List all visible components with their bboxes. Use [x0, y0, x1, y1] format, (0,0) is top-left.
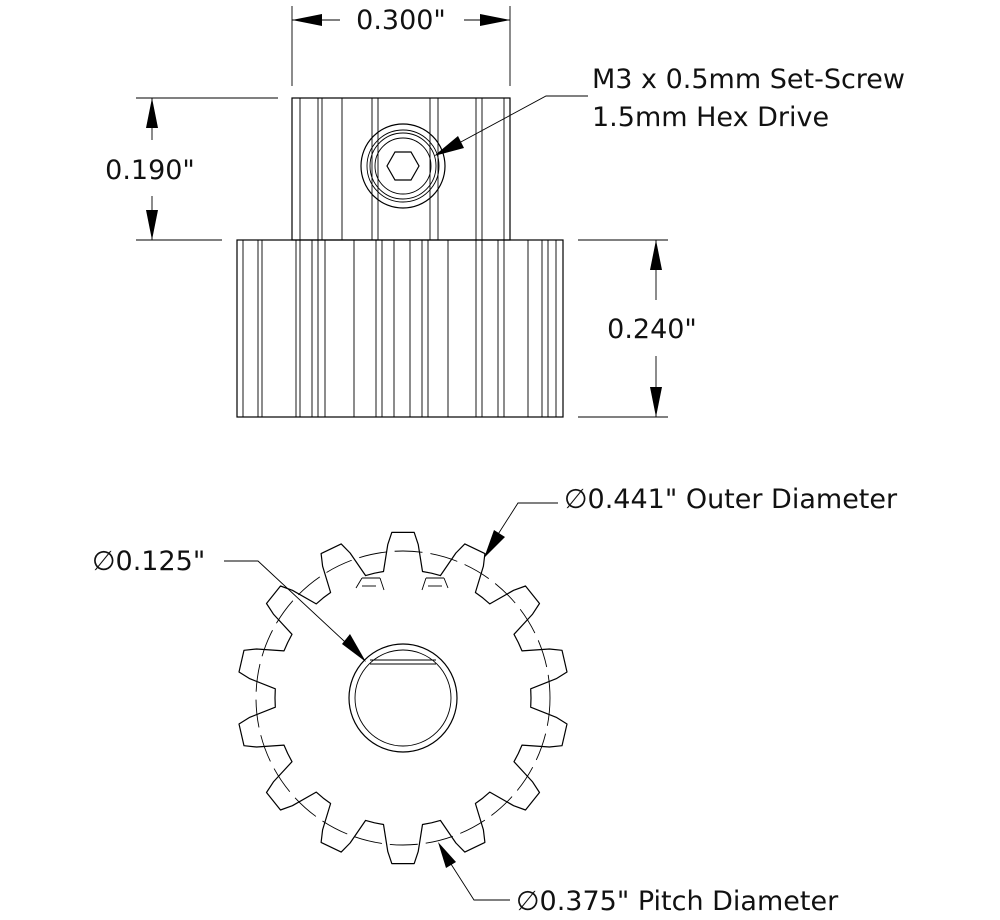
bore-diameter-leader: ∅0.125"	[92, 546, 366, 662]
hub-body	[291, 97, 511, 241]
front-view: ∅0.441" Outer Diameter ∅0.125" ∅0.375" P…	[92, 484, 898, 917]
gear-outline	[238, 531, 568, 865]
gear-body-side	[236, 239, 564, 418]
outer-diameter-label: ∅0.441" Outer Diameter	[564, 484, 898, 515]
gear-height-label: 0.240"	[607, 314, 697, 345]
hub-height-label: 0.190"	[105, 155, 195, 186]
bore	[348, 643, 458, 753]
set-screw	[360, 123, 446, 209]
hex-drive-icon	[386, 151, 420, 181]
set-screw-label-line2: 1.5mm Hex Drive	[592, 102, 829, 133]
dim-hub-width: 0.300"	[291, 5, 511, 86]
pitch-circle	[255, 550, 551, 846]
pitch-diameter-leader: ∅0.375" Pitch Diameter	[438, 842, 839, 917]
dim-gear-height: 0.240"	[578, 239, 697, 418]
dim-hub-height: 0.190"	[105, 97, 278, 241]
outer-diameter-leader: ∅0.441" Outer Diameter	[484, 484, 898, 558]
side-view: 0.300" 0.190" 0.240" M3 x 0.5mm Set-	[105, 5, 905, 418]
set-screw-leader: M3 x 0.5mm Set-Screw 1.5mm Hex Drive	[434, 64, 905, 156]
set-screw-hole	[355, 577, 449, 591]
bore-diameter-label: ∅0.125"	[92, 546, 205, 577]
pitch-diameter-label: ∅0.375" Pitch Diameter	[516, 886, 839, 917]
hub-width-label: 0.300"	[356, 5, 446, 36]
set-screw-label-line1: M3 x 0.5mm Set-Screw	[592, 64, 905, 95]
